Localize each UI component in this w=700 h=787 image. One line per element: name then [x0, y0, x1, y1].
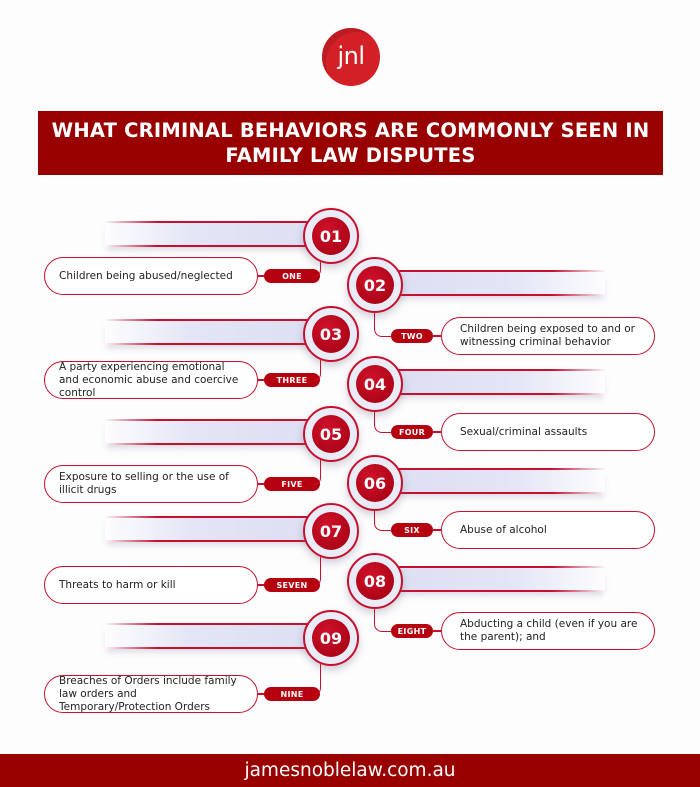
number-badge: 08: [347, 553, 403, 609]
behavior-text: Abuse of alcohol: [460, 523, 547, 536]
item-tag: TWO: [391, 329, 433, 343]
connector-elbow: [374, 607, 391, 632]
item-tag: FIVE: [264, 477, 320, 491]
number-badge: 04: [347, 356, 403, 412]
item-tag: ONE: [264, 269, 320, 283]
item-bar: [390, 270, 605, 296]
connector-line: [433, 529, 441, 531]
item-bar: [390, 468, 605, 494]
item-tag: THREE: [264, 373, 320, 387]
behavior-text: A party experiencing emotional and econo…: [59, 360, 239, 399]
number-badge: 02: [347, 257, 403, 313]
item-number: 04: [356, 365, 394, 403]
connector-elbow: [374, 509, 391, 531]
behavior-item: Threats to harm or kill: [44, 566, 258, 604]
item-number: 03: [312, 315, 350, 353]
item-tag: NINE: [264, 687, 320, 701]
number-badge: 07: [303, 503, 359, 559]
page-title: WHAT CRIMINAL BEHAVIORS ARE COMMONLY SEE…: [51, 119, 650, 167]
footer-banner: jamesnoblelaw.com.au: [0, 754, 700, 787]
behavior-item: A party experiencing emotional and econo…: [44, 361, 258, 399]
logo-text: jnl: [337, 42, 365, 70]
behavior-item: Abuse of alcohol: [441, 511, 655, 549]
behavior-text: Exposure to selling or the use of illici…: [59, 471, 229, 496]
number-badge: 03: [303, 306, 359, 362]
behavior-text: Sexual/criminal assaults: [460, 425, 588, 438]
behavior-text: Threats to harm or kill: [59, 578, 176, 591]
item-tag: SEVEN: [264, 578, 320, 592]
connector-elbow: [314, 360, 321, 381]
item-bar: [105, 221, 315, 247]
connector-line: [433, 431, 441, 433]
connector-elbow: [314, 460, 321, 485]
behavior-item: Exposure to selling or the use of illici…: [44, 465, 258, 503]
connector-elbow: [314, 664, 321, 695]
item-bar: [105, 419, 315, 445]
connector-line: [258, 483, 264, 485]
number-badge: 05: [303, 406, 359, 462]
item-tag: SIX: [391, 523, 433, 537]
jnl-logo: jnl: [322, 28, 380, 86]
item-bar: [105, 516, 315, 542]
connector-line: [258, 275, 264, 277]
behavior-item: Children being exposed to and or witness…: [441, 317, 655, 355]
item-bar: [105, 623, 315, 649]
behavior-text: Abducting a child (even if you are the p…: [460, 618, 638, 643]
item-number: 05: [312, 415, 350, 453]
connector-line: [258, 379, 264, 381]
item-bar: [390, 369, 605, 395]
item-number: 02: [356, 266, 394, 304]
connector-elbow: [374, 410, 391, 433]
number-badge: 09: [303, 610, 359, 666]
item-tag: EIGHT: [391, 624, 433, 638]
number-badge: 06: [347, 455, 403, 511]
connector-line: [258, 584, 264, 586]
behavior-text: Children being exposed to and or witness…: [460, 323, 635, 348]
item-number: 06: [356, 464, 394, 502]
website-url[interactable]: jamesnoblelaw.com.au: [244, 760, 456, 781]
item-number: 09: [312, 619, 350, 657]
connector-elbow: [314, 557, 321, 586]
behavior-item: Abducting a child (even if you are the p…: [441, 612, 655, 650]
item-bar: [105, 319, 315, 345]
connector-elbow: [374, 311, 391, 337]
item-bar: [390, 566, 605, 592]
title-banner: WHAT CRIMINAL BEHAVIORS ARE COMMONLY SEE…: [38, 111, 663, 175]
connector-line: [433, 630, 441, 632]
behavior-item: Sexual/criminal assaults: [441, 413, 655, 451]
behavior-text: Breaches of Orders include family law or…: [59, 674, 237, 713]
behavior-item: Children being abused/neglected: [44, 257, 258, 295]
number-badge: 01: [303, 208, 359, 264]
connector-line: [433, 335, 441, 337]
item-number: 01: [312, 217, 350, 255]
item-tag: FOUR: [391, 425, 433, 439]
item-number: 07: [312, 512, 350, 550]
connector-line: [258, 693, 264, 695]
item-number: 08: [356, 562, 394, 600]
behavior-text: Children being abused/neglected: [59, 269, 233, 282]
behavior-item: Breaches of Orders include family law or…: [44, 675, 258, 713]
